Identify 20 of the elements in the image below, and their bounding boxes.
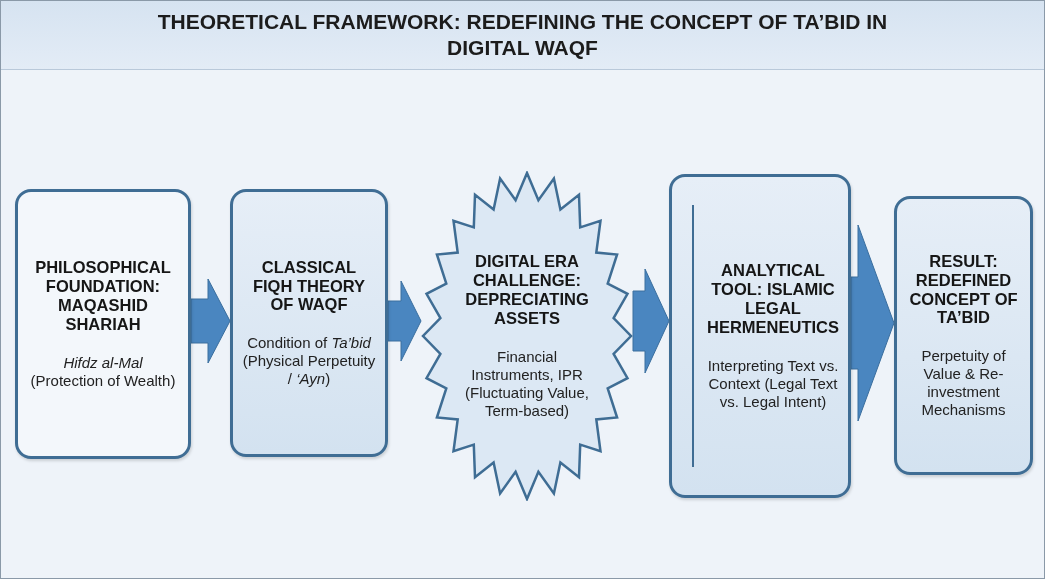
node-heading: ANALYTICAL TOOL: ISLAMIC LEGAL HERMENEUTICS	[706, 261, 840, 337]
block-arrow	[632, 268, 670, 374]
node-description: Hifdz al-Mal (Protection of Wealth)	[29, 353, 177, 390]
block-arrow	[387, 280, 422, 362]
node-description: Condition of Ta’bid (Physical Perpetuity / ‘Ayn)	[241, 334, 377, 389]
process-box	[669, 174, 851, 498]
process-box	[894, 196, 1033, 475]
block-arrow	[850, 224, 895, 422]
node-description: Interpreting Text vs. Context (Legal Text vs. Legal Intent)	[706, 356, 840, 411]
node-description: Perpetuity of Value & Re-investment Mechanisms	[920, 347, 1007, 420]
node-heading: CLASSICAL FIQH THEORY OF WAQF	[251, 257, 367, 315]
node-heading: RESULT: REDEFINED CONCEPT OF TA’BID	[908, 251, 1019, 328]
process-box	[230, 189, 388, 457]
block-arrow	[190, 278, 231, 364]
title: THEORETICAL FRAMEWORK: REDEFINING THE CONCEPT OF TA’BID IN DIGITAL WAQF	[156, 8, 889, 61]
starburst-shape	[421, 171, 633, 501]
node-heading: DIGITAL ERA CHALLENGE: DEPRECIATING ASSETS	[464, 252, 590, 328]
node-heading: PHILOSOPHICAL FOUNDATION: MAQASHID SHARIAH	[34, 258, 172, 334]
process-box	[15, 189, 191, 459]
node-description: Financial Instruments, IPR (Fluctuating Value, Term-based)	[464, 347, 590, 420]
